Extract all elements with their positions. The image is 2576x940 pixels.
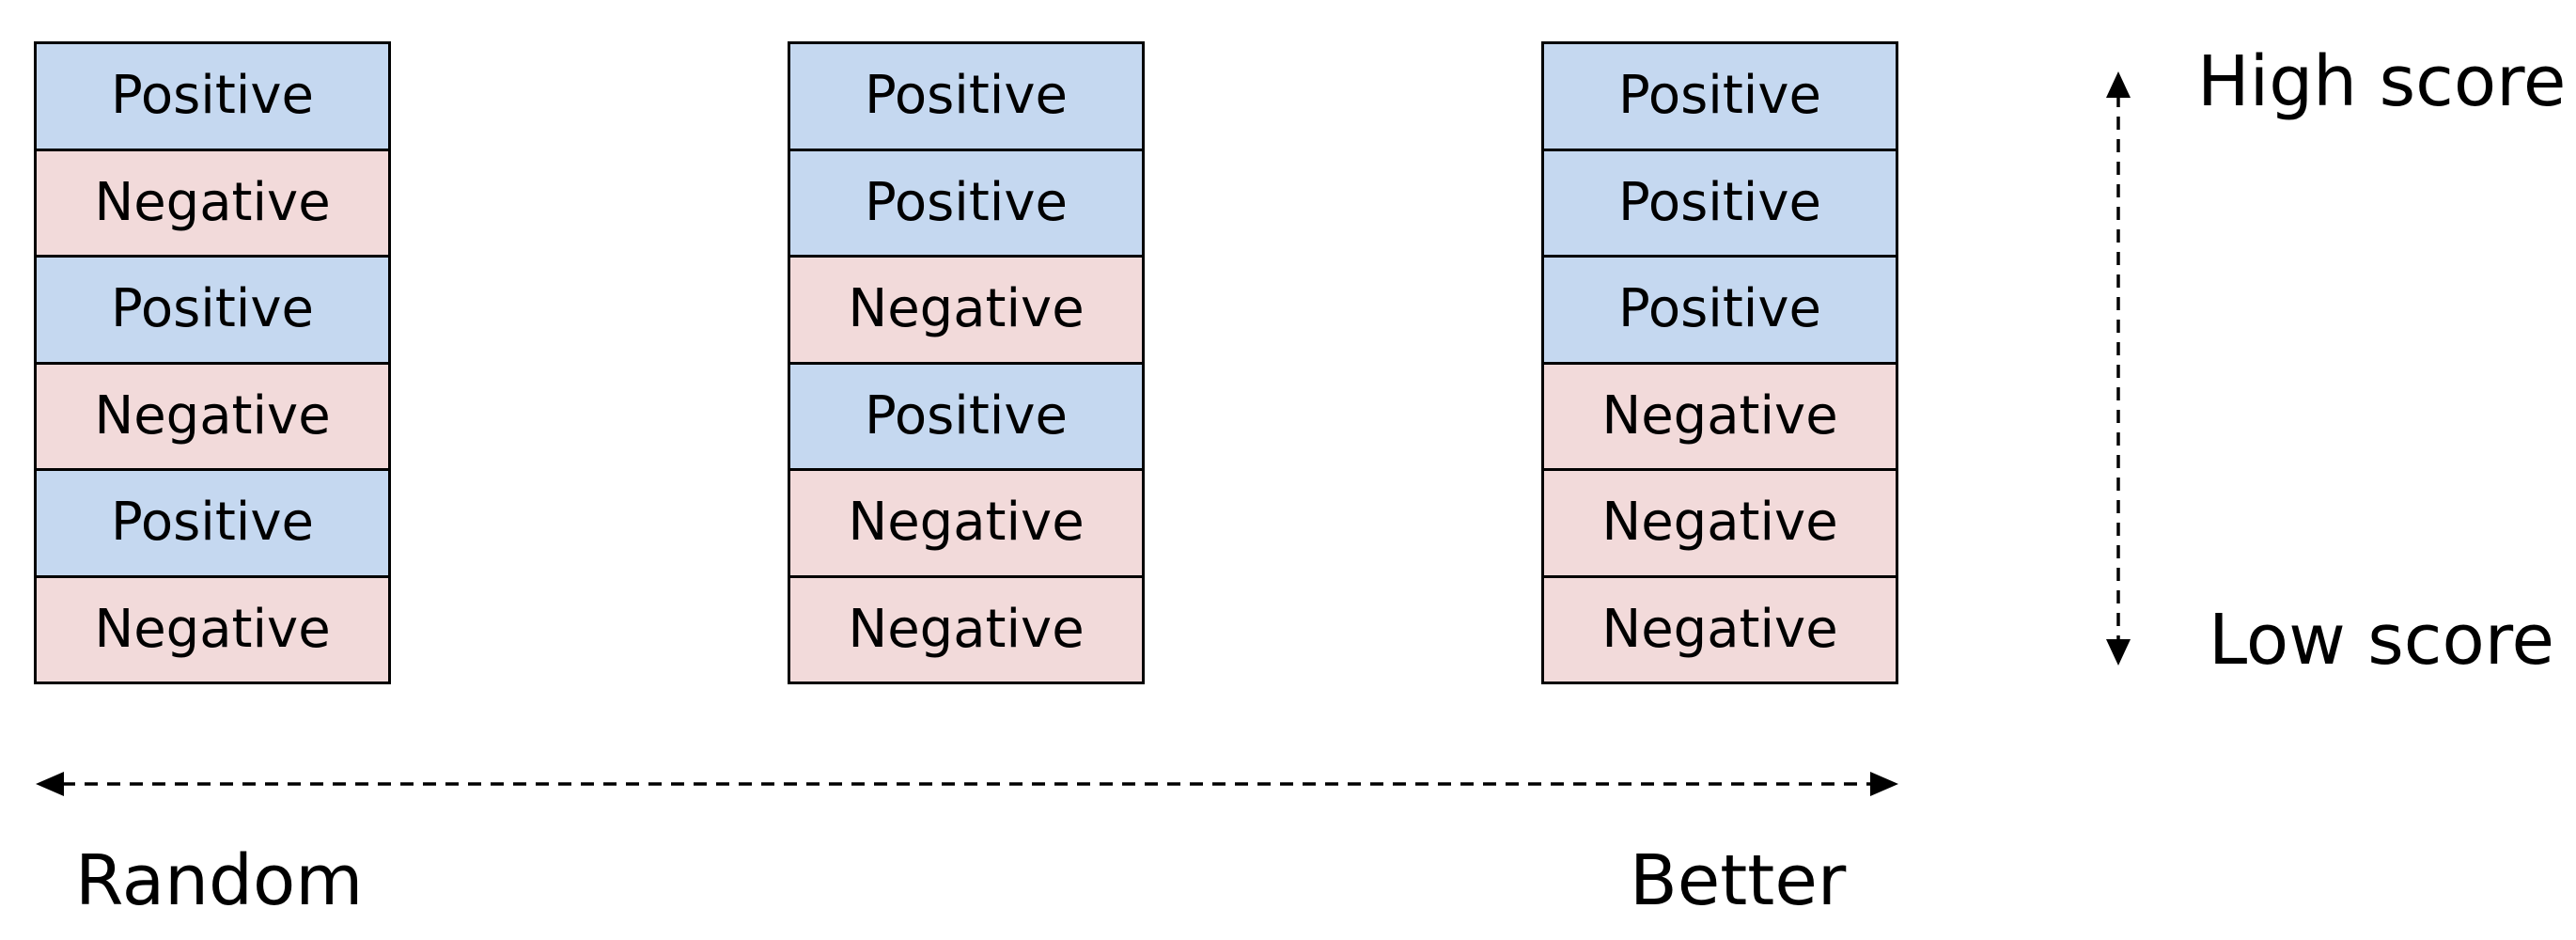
- ranking-cell: Negative: [1541, 361, 1898, 471]
- arrow-up-icon: [2106, 71, 2131, 98]
- ranking-cell: Negative: [788, 574, 1145, 684]
- ranking-column-middle: Positive Positive Negative Positive Nega…: [788, 41, 1145, 684]
- arrow-right-icon: [1870, 772, 1898, 796]
- ranking-cell: Positive: [1541, 148, 1898, 258]
- better-label: Better: [1630, 840, 1847, 921]
- low-score-label: Low score: [2209, 600, 2555, 681]
- high-score-label: High score: [2197, 41, 2567, 122]
- ranking-cell: Positive: [788, 41, 1145, 151]
- random-label: Random: [75, 840, 364, 921]
- ranking-cell: Positive: [34, 41, 391, 151]
- ranking-cell: Negative: [34, 574, 391, 684]
- ranking-column-random: Positive Negative Positive Negative Posi…: [34, 41, 391, 684]
- ranking-cell: Positive: [788, 361, 1145, 471]
- ranking-cell: Negative: [34, 361, 391, 471]
- ranking-cell: Positive: [788, 148, 1145, 258]
- ranking-cell: Positive: [34, 255, 391, 365]
- arrow-down-icon: [2106, 639, 2131, 666]
- ranking-cell: Positive: [34, 468, 391, 578]
- ranking-column-better: Positive Positive Positive Negative Nega…: [1541, 41, 1898, 684]
- ranking-cell: Negative: [1541, 574, 1898, 684]
- ranking-cell: Negative: [788, 255, 1145, 365]
- ranking-cell: Negative: [1541, 468, 1898, 578]
- ranking-cell: Positive: [1541, 255, 1898, 365]
- arrow-left-icon: [36, 772, 64, 796]
